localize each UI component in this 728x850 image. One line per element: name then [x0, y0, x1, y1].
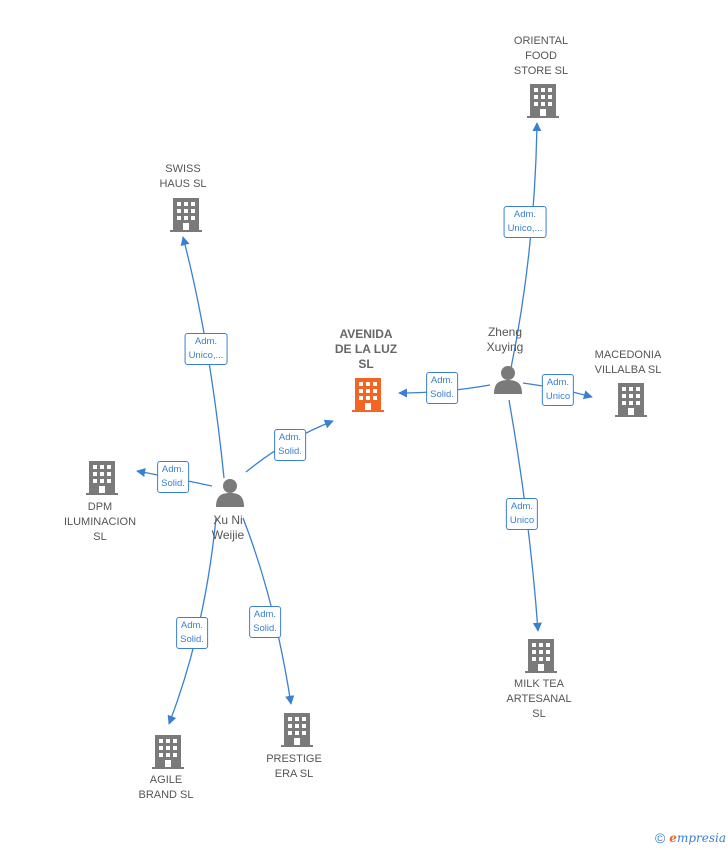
brand-name: mpresia [676, 831, 726, 845]
edge-label-xuni-prestige: Adm. Solid. [249, 606, 281, 638]
node-label-oriental[interactable]: ORIENTAL FOOD STORE SL [513, 35, 569, 77]
copyright-icon: © [654, 830, 666, 846]
edge-label-xuni-swiss: Adm. Unico,... [184, 333, 228, 365]
node-label-agile[interactable]: AGILE BRAND SL [138, 774, 194, 801]
node-label-macedonia[interactable]: MACEDONIA VILLALBA SL [594, 349, 662, 376]
building-icon [525, 639, 557, 673]
building-icon [152, 735, 184, 769]
node-label-avenida[interactable]: AVENIDA DE LA LUZ SL [334, 327, 398, 371]
node-label-swiss[interactable]: SWISS HAUS SL [159, 163, 207, 190]
node-label-dpm[interactable]: DPM ILUMINACION SL [63, 501, 137, 543]
edge-label-zheng-oriental: Adm. Unico,... [503, 206, 547, 238]
person-icon [216, 479, 244, 507]
building-icon [352, 378, 384, 412]
edge-label-xuni-dpm: Adm. Solid. [157, 461, 189, 493]
edge-label-zheng-macedonia: Adm. Unico [541, 374, 575, 406]
building-icon [527, 84, 559, 118]
building-icon [615, 383, 647, 417]
edge-label-xuni-avenida: Adm. Solid. [274, 429, 306, 461]
edge-label-zheng-avenida: Adm. Solid. [426, 372, 458, 404]
empresia-logo[interactable]: © empresia [655, 830, 726, 846]
edge-label-xuni-agile: Adm. Solid. [176, 617, 208, 649]
building-icon [170, 198, 202, 232]
brand-initial: e [669, 831, 677, 845]
edge-xuni-prestige [242, 517, 295, 705]
building-icon [86, 461, 118, 495]
edge-zheng-oriental [510, 122, 542, 369]
building-icon [281, 713, 313, 747]
node-label-milktea[interactable]: MILK TEA ARTESANAL SL [506, 678, 572, 720]
person-icon [494, 366, 522, 394]
person-label-zheng[interactable]: Zheng Xuying [486, 325, 524, 354]
node-label-prestige[interactable]: PRESTIGE ERA SL [266, 753, 322, 780]
edge-label-zheng-milktea: Adm. Unico [505, 498, 539, 530]
person-label-xuni[interactable]: Xu Ni Weijie [211, 513, 245, 542]
